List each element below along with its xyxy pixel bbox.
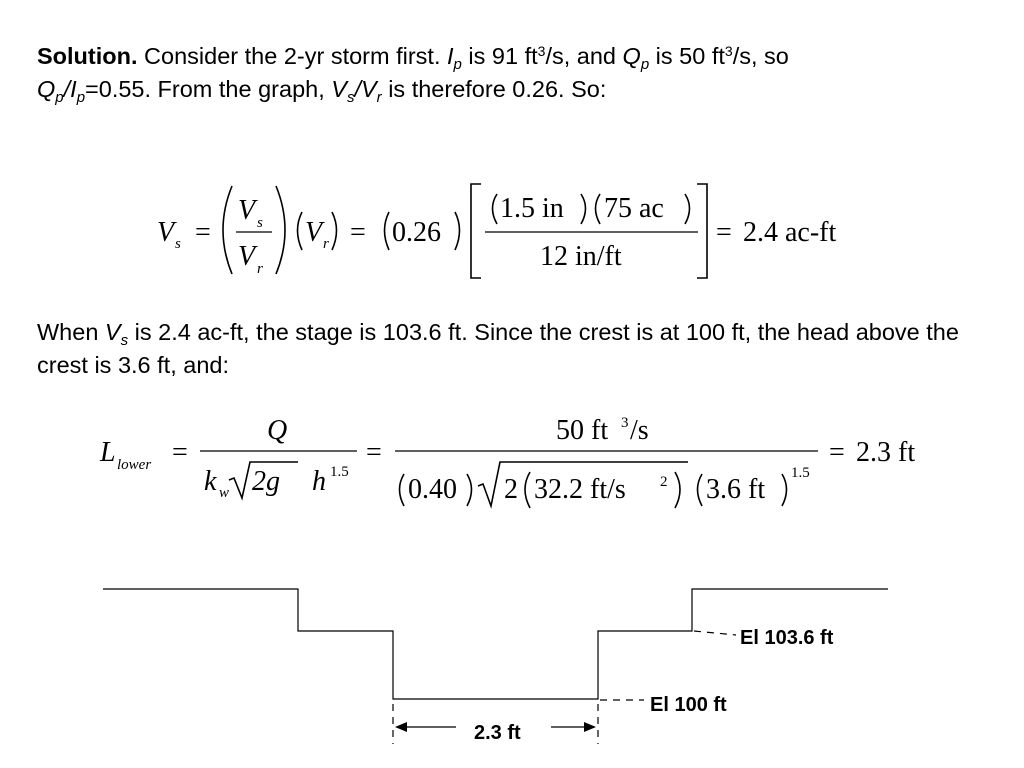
- text-run: /s, and: [545, 43, 623, 69]
- eq1-top-a-open: [491, 193, 498, 225]
- eq2-h-open: [696, 473, 703, 507]
- eq2-sqrt-1: [228, 461, 298, 501]
- eq1-equals-2: =: [350, 217, 366, 248]
- stage-leader-line: [693, 630, 737, 636]
- var-i: I: [70, 76, 77, 102]
- eq1-right-paren: [275, 185, 286, 275]
- eq2-num-flow: 50 ft: [556, 415, 608, 446]
- eq1-left-bracket: [470, 183, 481, 279]
- subscript-p: p: [453, 56, 462, 73]
- eq2-kw: k: [204, 466, 217, 497]
- eq2-den-two: 2: [504, 474, 518, 505]
- eq2-den-gravity-exp: 2: [660, 474, 668, 490]
- eq2-h-close: [781, 473, 788, 507]
- subscript-p: p: [55, 89, 64, 106]
- var-vr: V: [360, 76, 377, 102]
- eq1-area: 75 ac: [604, 193, 664, 224]
- eq2-h-exp: 1.5: [330, 464, 349, 480]
- eq1-den-sub: r: [257, 261, 263, 277]
- text-run: When: [37, 319, 105, 345]
- eq2-lhs-var: L: [99, 437, 116, 468]
- eq1-lhs-sub: s: [175, 236, 181, 252]
- paragraph-storm-intro: Solution. Consider the 2-yr storm first.…: [37, 40, 987, 106]
- eq2-num-q: Q: [267, 415, 287, 446]
- equation-weir-length: L lower = Q k w 2g h 1.5 = 50 ft 3 /s 0.…: [99, 415, 915, 509]
- width-arrow-left-head: [395, 722, 407, 732]
- eq2-den-head-exp: 1.5: [791, 465, 810, 481]
- var-vs: V: [331, 76, 347, 102]
- var-ip: I: [447, 43, 454, 69]
- eq2-equals-3: =: [829, 437, 845, 468]
- var-qp: Q: [622, 43, 641, 69]
- var-vs: V: [104, 319, 121, 345]
- text-run: is 50 ft: [649, 43, 725, 69]
- crest-elevation-label: El 100 ft: [650, 694, 727, 716]
- eq2-result: 2.3 ft: [856, 437, 915, 468]
- eq1-num-sub: s: [257, 215, 263, 231]
- superscript-3: 3: [724, 43, 733, 59]
- weir-cross-section-diagram: El 103.6 ft El 100 ft 2.3 ft: [103, 588, 888, 744]
- eq2-equals-1: =: [172, 437, 188, 468]
- paragraph-stage: When Vs is 2.4 ac-ft, the stage is 103.6…: [37, 316, 987, 382]
- eq1-num-var: V: [238, 195, 258, 226]
- superscript-3: 3: [537, 43, 546, 59]
- eq1-top-b-close: [684, 193, 691, 225]
- text-run: is 2.4 ac-ft, the stage is 103.6 ft. Sin…: [37, 319, 959, 378]
- eq1-result: 2.4 ac-ft: [743, 217, 837, 248]
- text-run: is 91 ft: [461, 43, 538, 69]
- eq1-right-bracket: [697, 183, 708, 279]
- crest-width-label: 2.3 ft: [474, 722, 521, 744]
- text-run: Consider the 2-yr storm first.: [137, 43, 448, 69]
- eq2-coef-open: [398, 473, 405, 507]
- eq2-den-head: 3.6 ft: [706, 474, 765, 505]
- eq1-coef-open: [383, 211, 390, 251]
- eq1-paren-sub: r: [323, 236, 329, 252]
- eq1-depth: 1.5 in: [500, 193, 564, 224]
- eq1-top-b-open: [594, 193, 601, 225]
- subscript-s: s: [120, 332, 129, 349]
- var-q: Q: [37, 76, 56, 102]
- slash: /: [354, 76, 361, 102]
- eq1-den-var: V: [238, 241, 258, 272]
- eq2-g-open: [524, 471, 531, 509]
- eq2-den-coef: 0.40: [408, 474, 457, 505]
- text-run: =0.55. From the graph,: [85, 76, 332, 102]
- eq1-left-paren: [222, 185, 233, 275]
- subscript-s: s: [346, 89, 355, 106]
- eq1-top-a-close: [580, 193, 587, 225]
- slash: /: [63, 76, 71, 102]
- eq2-equals-2: =: [366, 437, 382, 468]
- eq2-den-gravity: 32.2 ft/s: [534, 474, 626, 505]
- text-run: is therefore 0.26. So:: [381, 76, 607, 102]
- text-run: /s, so: [732, 43, 789, 69]
- eq2-coef-close: [466, 473, 473, 507]
- subscript-p: p: [640, 56, 650, 73]
- solution-label: Solution.: [37, 43, 138, 69]
- eq2-num-unit: /s: [630, 415, 649, 446]
- eq1-paren-open: [296, 211, 303, 251]
- eq2-lhs-sub: lower: [117, 457, 151, 473]
- eq1-lhs-var: V: [157, 217, 177, 248]
- eq1-coef-close: [454, 211, 461, 251]
- eq2-g-close: [674, 471, 681, 509]
- eq1-equals-1: =: [195, 217, 211, 248]
- stage-elevation-label: El 103.6 ft: [740, 627, 834, 649]
- eq1-paren-close: [331, 211, 338, 251]
- eq2-h: h: [312, 466, 326, 497]
- eq2-sqrt-val: 2g: [252, 466, 280, 497]
- eq1-equals-3: =: [716, 217, 732, 248]
- eq2-kw-sub: w: [219, 485, 229, 501]
- eq1-paren-var: V: [305, 217, 325, 248]
- eq2-num-exp: 3: [621, 415, 629, 431]
- weir-profile: [103, 588, 888, 700]
- subscript-p: p: [76, 89, 86, 106]
- subscript-r: r: [376, 89, 382, 106]
- width-arrow-right-head: [584, 722, 596, 732]
- eq1-coefficient: 0.26: [392, 217, 441, 248]
- eq1-conversion: 12 in/ft: [540, 241, 622, 272]
- equation-storage-volume: V s = V s V r V r = 0.26 1.5 in 75 ac 12…: [157, 183, 837, 279]
- eq2-sqrt-2: [477, 461, 688, 509]
